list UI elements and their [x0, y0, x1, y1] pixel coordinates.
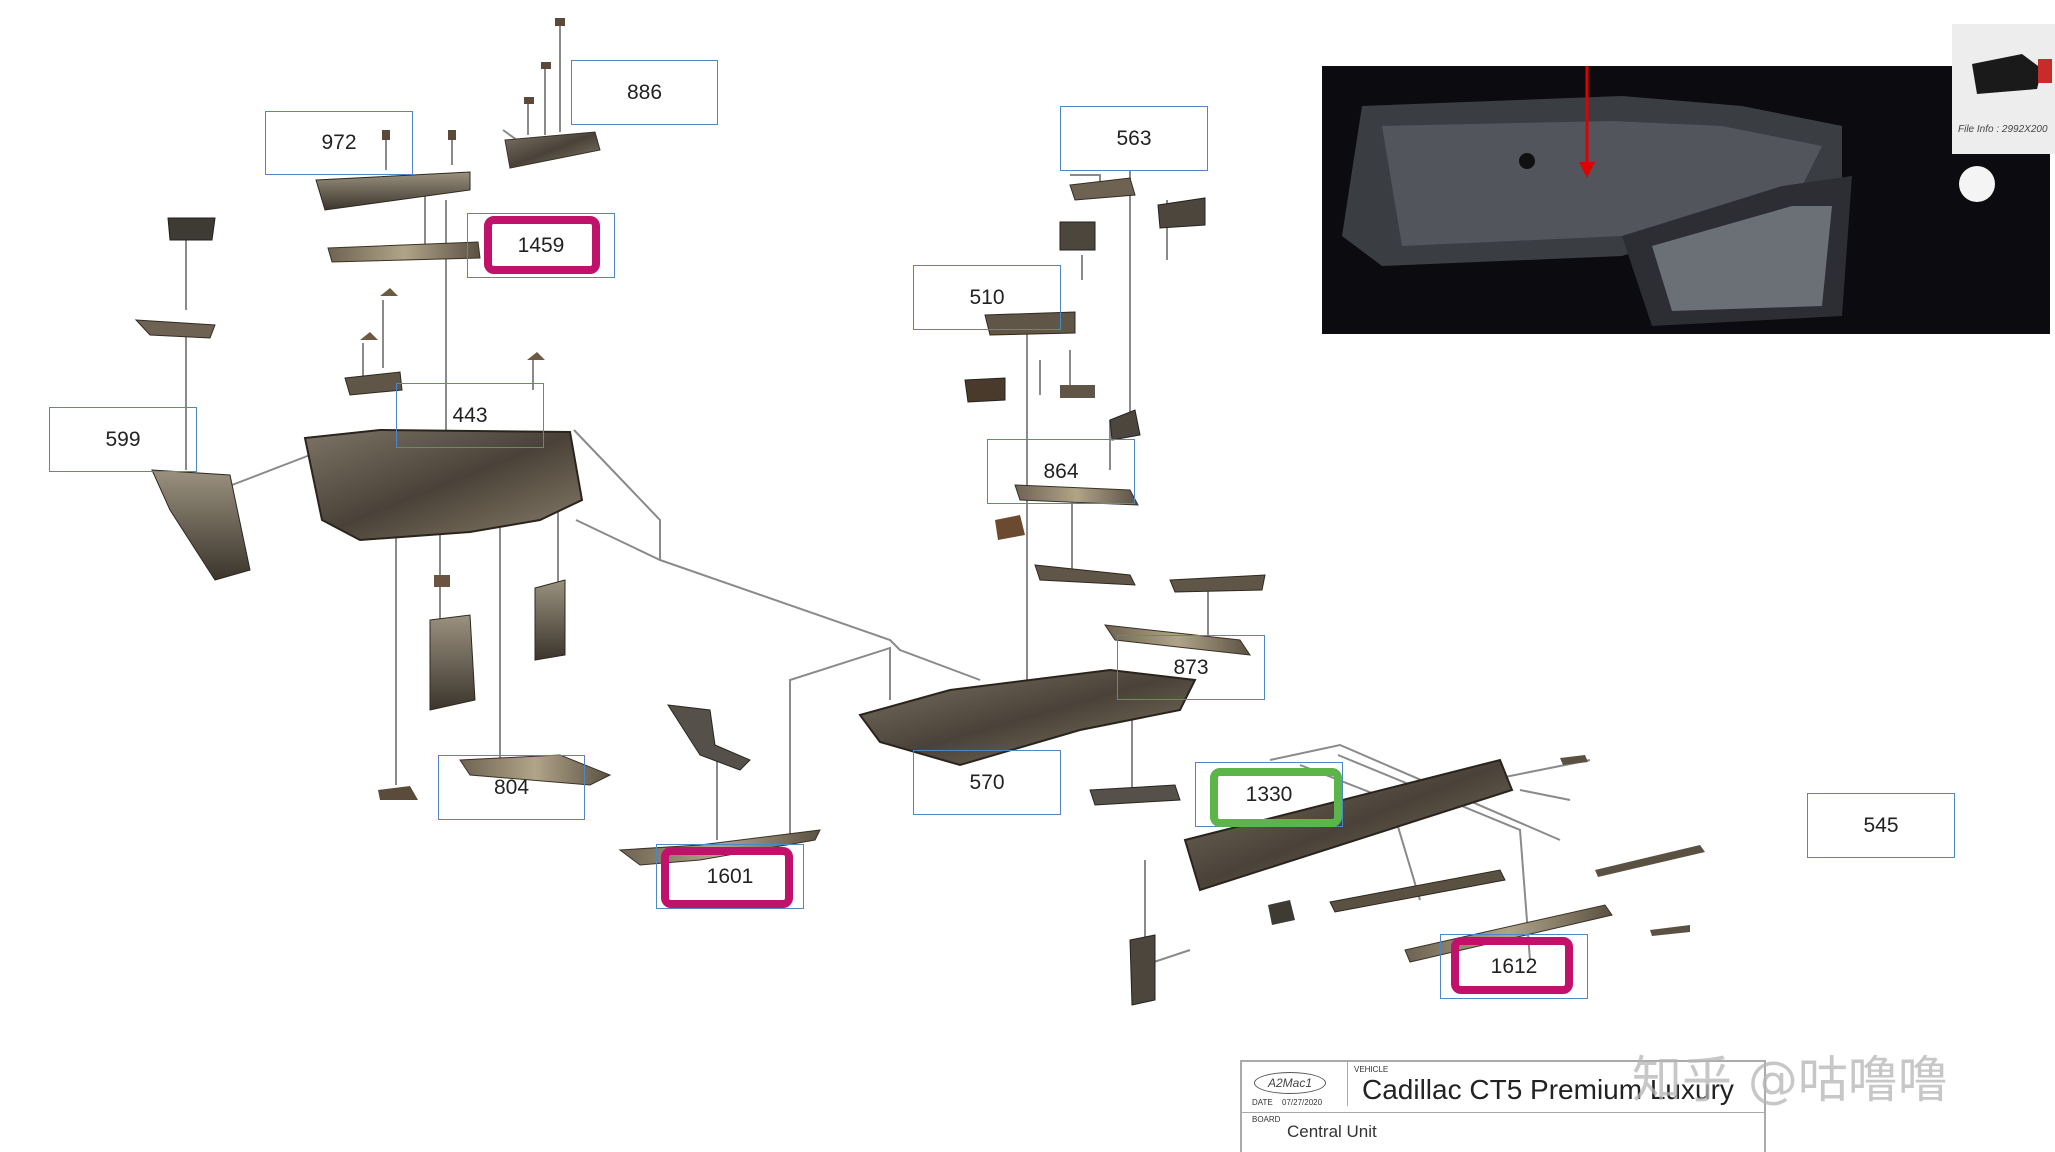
part-label-1612: 1612	[1440, 934, 1588, 999]
file-info-thumbnail: File Info : 2992X200	[1952, 24, 2055, 154]
vehicle-caption: VEHICLE	[1354, 1065, 1389, 1074]
vehicle-interior-photo	[1322, 66, 2050, 334]
date-caption: DATE	[1252, 1098, 1273, 1107]
part-label-570: 570	[913, 750, 1061, 815]
part-label-972: 972	[265, 111, 413, 175]
vehicle-title: Cadillac CT5 Premium Luxury	[1362, 1074, 1734, 1105]
part-label-1601: 1601	[656, 844, 804, 909]
part-label-599: 599	[49, 407, 197, 472]
company-logo: A2Mac1	[1254, 1072, 1326, 1094]
part-label-510: 510	[913, 265, 1061, 330]
date-value: 07/27/2020	[1282, 1098, 1323, 1107]
board-caption: BOARD	[1252, 1115, 1281, 1124]
photo-drawing	[1322, 66, 2050, 334]
title-row-divider	[1242, 1112, 1764, 1113]
title-divider	[1347, 1062, 1348, 1106]
part-label-443: 443	[396, 383, 544, 448]
watermark: 知乎 @咕噜噜	[1632, 1051, 1948, 1109]
board-name: Central Unit	[1287, 1122, 1377, 1141]
thumbnail-drawing	[1952, 24, 2055, 154]
highlight-1612	[1451, 937, 1573, 994]
part-label-1459: 1459	[467, 213, 615, 278]
part-label-804: 804	[438, 755, 585, 820]
part-label-864: 864	[987, 439, 1135, 504]
part-label-886: 886	[571, 60, 718, 125]
file-info-text: File Info : 2992X200	[1958, 124, 2048, 135]
part-label-563: 563	[1060, 106, 1208, 171]
title-block: A2Mac1 VEHICLE DATE 07/27/2020 BOARD Cad…	[1240, 1060, 1766, 1152]
highlight-1459	[484, 216, 600, 274]
part-label-873: 873	[1117, 635, 1265, 700]
highlight-1330	[1210, 768, 1342, 827]
highlight-1601	[661, 847, 793, 908]
part-label-545: 545	[1807, 793, 1955, 858]
